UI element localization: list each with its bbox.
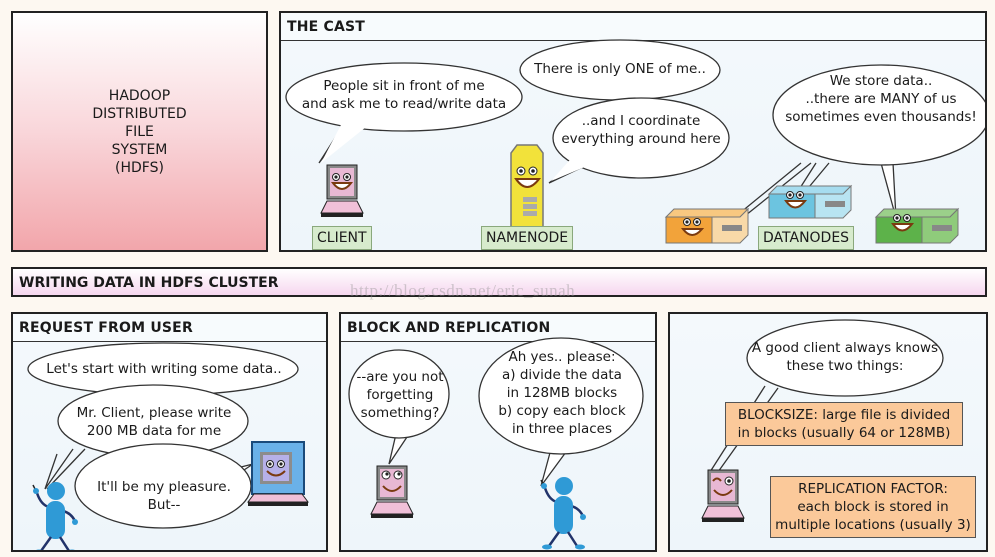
user-speech-bubble (478, 337, 644, 487)
request-illustration (27, 342, 309, 550)
client-speech-bubble (348, 349, 450, 465)
user-figure-icon (32, 482, 78, 550)
datanode-green-icon (874, 207, 960, 244)
request-panel: REQUEST FROM USER (11, 312, 328, 552)
datanodes-bubble-text: We store data.. ..there are MANY of us s… (785, 73, 977, 125)
user-bubble-two-text: Mr. Client, please write 200 MB data for… (76, 405, 232, 439)
knows-illustration (701, 319, 944, 522)
blocksize-note: BLOCKSIZE: large file is divided in bloc… (725, 402, 963, 446)
request-heading: REQUEST FROM USER (13, 314, 326, 342)
namenode-server-icon (510, 144, 544, 228)
datanode-orange-icon (664, 207, 750, 244)
namenode-label: NAMENODE (481, 226, 574, 250)
client-bubble-text: People sit in front of me and ask me to … (301, 78, 507, 112)
user-bubble-one-text: Let's start with writing some data.. (46, 361, 282, 377)
user-bubble-text: Ah yes.. please: a) divide the data in 1… (498, 349, 626, 437)
client-laptop-icon (320, 164, 364, 217)
namenode-bubble-two-text: ..and I coordinate everything around her… (561, 113, 721, 147)
user-figure-icon (540, 477, 586, 550)
client-laptop-icon (370, 465, 414, 518)
title-text: HADOOP DISTRIBUTED FILE SYSTEM (HDFS) (92, 87, 187, 176)
section-banner: WRITING DATA IN HDFS CLUSTER (11, 267, 987, 297)
client-knows-panel: A good client always knows these two thi… (668, 312, 988, 552)
client-bubble-text: --are you not forgetting something? (356, 369, 444, 421)
block-replication-heading: BLOCK AND REPLICATION (341, 314, 655, 342)
title-panel: HADOOP DISTRIBUTED FILE SYSTEM (HDFS) (11, 11, 268, 252)
client-monitor-icon (247, 441, 309, 506)
watermark: http://blog.csdn.net/eric_sunah (350, 281, 576, 300)
client-speech-bubble (74, 443, 254, 529)
client-speech-bubble (285, 62, 523, 164)
cast-panel: THE CAST (279, 11, 987, 252)
replication-factor-note: REPLICATION FACTOR: each block is stored… (770, 476, 976, 538)
namenode-speech-bubble-two (548, 97, 730, 184)
block-illustration (348, 337, 644, 550)
client-bubble-text: A good client always knows these two thi… (751, 340, 939, 374)
block-replication-panel: BLOCK AND REPLICATION (339, 312, 657, 552)
client-speech-bubble (746, 319, 944, 397)
datanodes-label: DATANODES (758, 226, 855, 250)
client-label: CLIENT (312, 226, 372, 250)
client-bubble-text: It'll be my pleasure. But-- (97, 479, 231, 513)
client-winking-laptop-icon (701, 469, 745, 522)
banner-heading: WRITING DATA IN HDFS CLUSTER (19, 275, 279, 291)
namenode-bubble-one-text: There is only ONE of me.. (534, 61, 706, 77)
datanode-blue-icon (767, 184, 853, 219)
cast-illustration (285, 39, 985, 244)
